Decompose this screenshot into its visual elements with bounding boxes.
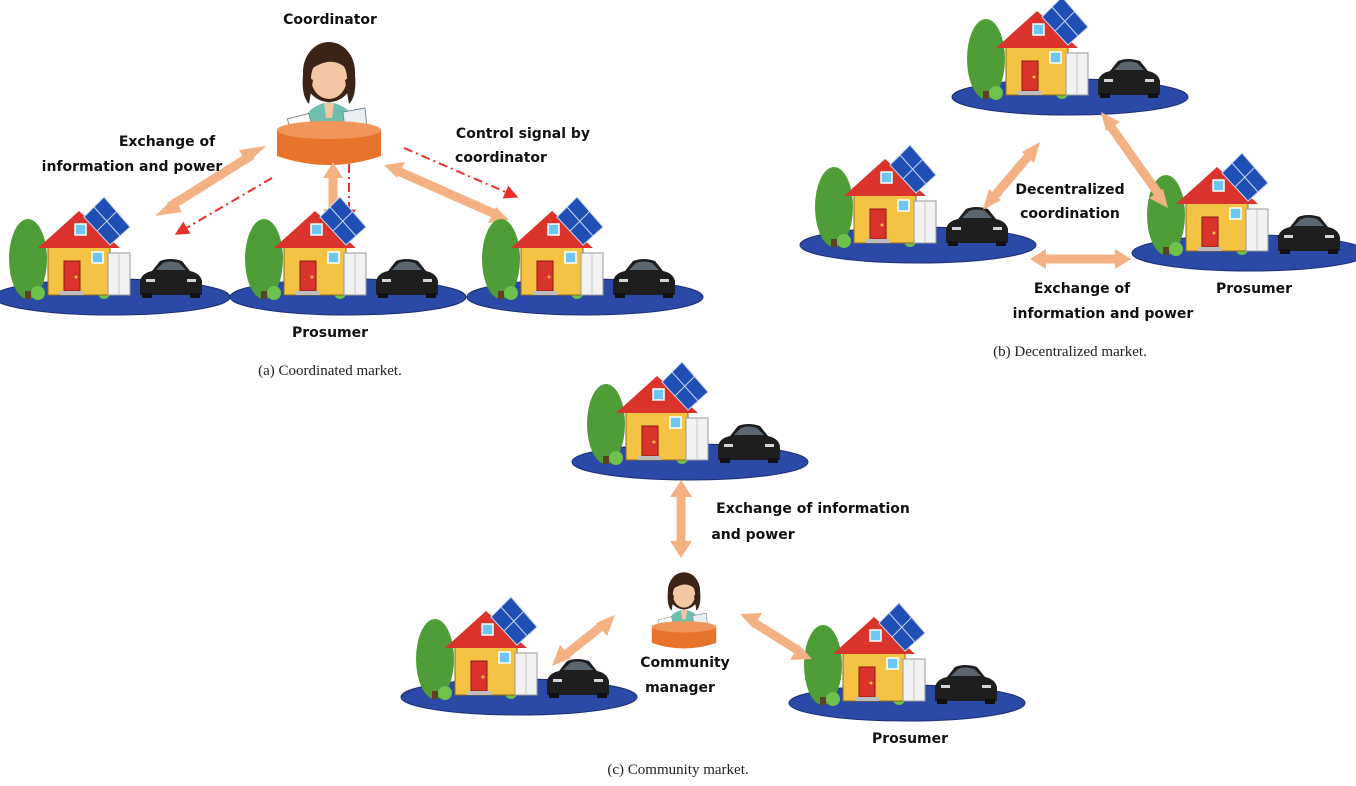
manager-label-line1: Community — [640, 655, 730, 671]
coordination-label-line1: Decentralized — [1015, 182, 1124, 198]
panel-decentralized: Decentralized coordination Exchange of i… — [799, 0, 1356, 360]
exchange-label-b-line2: information and power — [1013, 306, 1194, 322]
caption-c: (c) Community market. — [607, 762, 748, 778]
exchange-arrow-c-right — [740, 613, 812, 660]
caption-b: (b) Decentralized market. — [993, 344, 1147, 360]
prosumer-house-b-top — [951, 0, 1189, 116]
control-signal-right — [403, 147, 519, 199]
prosumer-house-c-right — [788, 602, 1026, 722]
panel-community: Exchange of information and power Commun… — [400, 361, 1026, 778]
prosumer-label-b: Prosumer — [1216, 281, 1292, 297]
prosumer-house-b-right — [1131, 152, 1356, 272]
prosumer-house-b-left — [799, 144, 1037, 264]
exchange-label-a-line2: information and power — [42, 159, 223, 175]
prosumer-house-c-left — [400, 596, 638, 716]
community-manager-icon — [651, 571, 717, 649]
exchange-label-a-line1: Exchange of — [119, 134, 216, 150]
exchange-label-b-line1: Exchange of — [1034, 281, 1131, 297]
prosumer-label-c: Prosumer — [872, 731, 948, 747]
exchange-arrow-right — [384, 162, 509, 223]
exchange-label-c-line2: and power — [711, 527, 794, 543]
caption-a: (a) Coordinated market. — [258, 363, 402, 379]
panel-coordinated: Coordinator Exchange of information and … — [0, 12, 704, 379]
exchange-arrow-b-left — [983, 142, 1040, 210]
exchange-arrow-b-bottom — [1030, 249, 1131, 269]
exchange-arrow-b-right — [1101, 112, 1168, 208]
prosumer-house-a1 — [0, 196, 231, 316]
exchange-arrow-c-vertical — [670, 480, 692, 558]
coordinator-icon — [276, 41, 382, 166]
manager-label-line2: manager — [645, 680, 715, 696]
prosumer-label-a: Prosumer — [292, 325, 368, 341]
control-label-line1: Control signal by — [456, 126, 590, 142]
prosumer-house-c-top — [571, 361, 809, 481]
coordinator-label: Coordinator — [283, 12, 377, 28]
exchange-arrow-left — [155, 146, 266, 216]
exchange-label-c-line1: Exchange of information — [716, 501, 910, 517]
prosumer-house-a2 — [229, 196, 467, 316]
exchange-arrow-c-left — [552, 615, 615, 666]
coordination-label-line2: coordination — [1020, 206, 1120, 222]
control-label-line2: coordinator — [455, 150, 547, 166]
